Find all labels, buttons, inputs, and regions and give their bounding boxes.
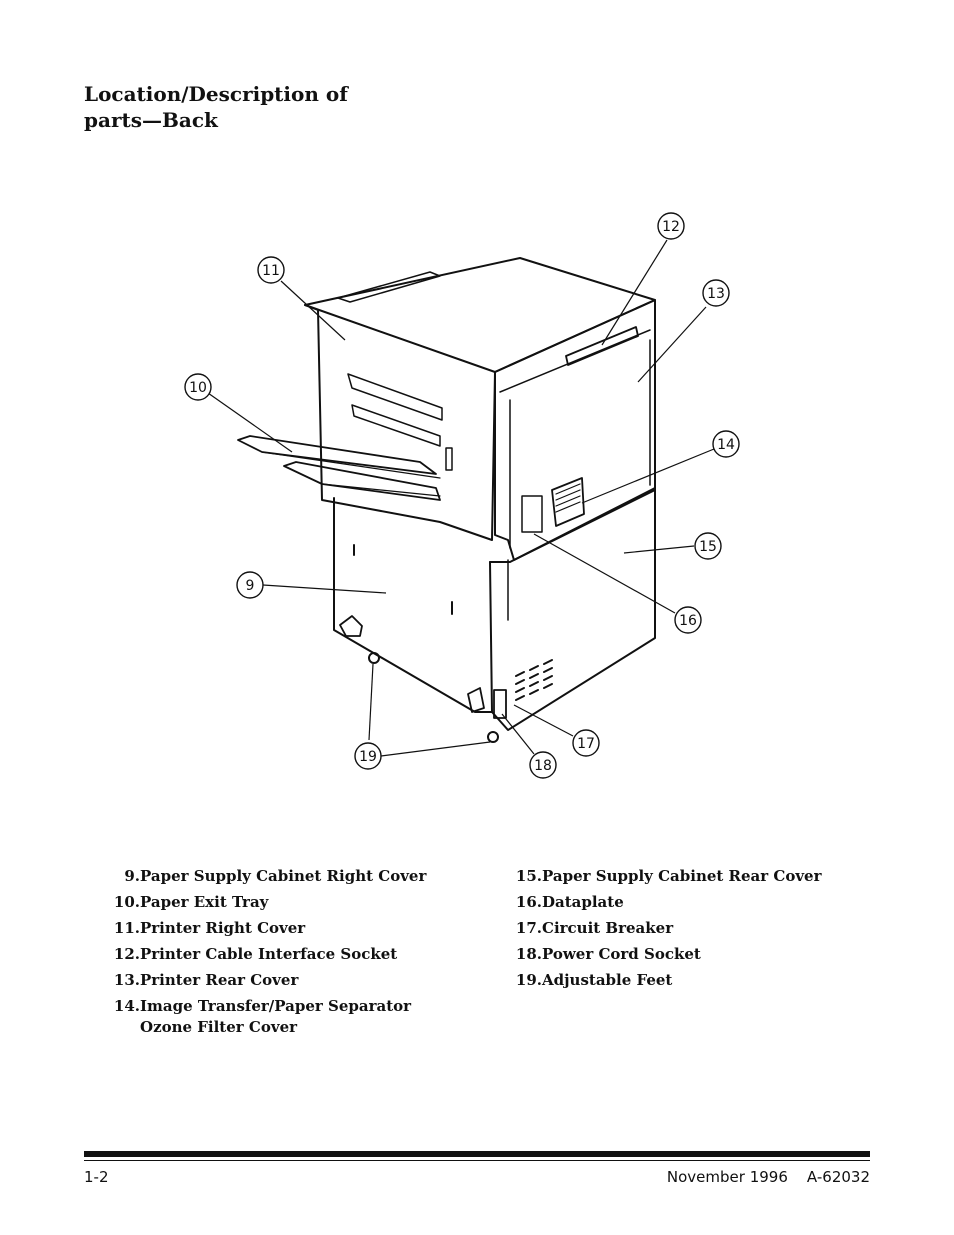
legend-item-text: Circuit Breaker [542,919,674,937]
legend-item-text: Paper Supply Cabinet Right Cover [140,867,427,885]
callout-circle-17 [572,729,600,757]
legend-item-number: 12. [113,945,140,963]
callout-label-14: 14 [717,437,735,453]
legend-item: 17. Circuit Breaker [510,918,870,939]
callout-circle-18 [529,751,557,779]
callout-circle-9 [236,571,264,599]
legend-item: 9. Paper Supply Cabinet Right Cover [104,866,464,887]
legend-item: 19. Adjustable Feet [510,970,870,991]
legend-item-number: 11. [113,919,140,937]
footer-rule-thin [84,1160,870,1161]
legend-item-number: 18. [515,945,542,963]
callout-circle-16 [674,606,702,634]
legend-item-number: 10. [113,893,140,911]
callout-label-19: 19 [359,749,377,765]
callout-circle-14 [712,430,740,458]
page-heading: Location/Description of parts—Back [84,81,404,133]
callout-label-17: 17 [577,736,595,752]
heading-line-1: Location/Description of [84,82,348,106]
legend-item-number: 9. [124,867,140,885]
callout-circle-11 [257,256,285,284]
legend-item: 14. Image Transfer/Paper Separator Ozone… [104,996,464,1038]
legend-item: 11. Printer Right Cover [104,918,464,939]
document-date-id: November 1996 A-62032 [666,1168,870,1186]
parts-legend-right: 15. Paper Supply Cabinet Rear Cover 16. … [510,866,870,996]
heading-line-2: parts—Back [84,108,218,132]
legend-item-text: Adjustable Feet [542,971,673,989]
legend-item-text: Dataplate [542,893,624,911]
callout-label-15: 15 [699,539,717,555]
legend-item-number: 16. [515,893,542,911]
legend-item: 15. Paper Supply Cabinet Rear Cover [510,866,870,887]
legend-item-number: 13. [113,971,140,989]
legend-item-number: 19. [515,971,542,989]
parts-legend-left: 9. Paper Supply Cabinet Right Cover 10. … [104,866,464,1043]
legend-item-text: Printer Right Cover [140,919,306,937]
legend-item-text: Image Transfer/Paper Separator Ozone Fil… [140,997,412,1036]
callout-circle-19 [354,742,382,770]
printer-back-illustration: 9 10 11 12 13 14 15 16 17 18 19 [184,212,740,779]
legend-item: 10. Paper Exit Tray [104,892,464,913]
legend-item-text: Paper Supply Cabinet Rear Cover [542,867,822,885]
legend-item-text: Printer Rear Cover [140,971,299,989]
page-number: 1-2 [84,1168,109,1186]
legend-item: 13. Printer Rear Cover [104,970,464,991]
legend-item-text: Paper Exit Tray [140,893,269,911]
legend-item-number: 17. [515,919,542,937]
callout-circle-10 [184,373,212,401]
callout-circle-15 [694,532,722,560]
legend-item: 18. Power Cord Socket [510,944,870,965]
callout-circle-13 [702,279,730,307]
callout-label-11: 11 [262,263,280,279]
callout-label-10: 10 [189,380,207,396]
legend-item-text: Printer Cable Interface Socket [140,945,398,963]
callout-label-18: 18 [534,758,552,774]
legend-item: 16. Dataplate [510,892,870,913]
legend-item: 12. Printer Cable Interface Socket [104,944,464,965]
legend-item-number: 15. [515,867,542,885]
callout-circle-12 [657,212,685,240]
legend-item-text: Power Cord Socket [542,945,701,963]
callout-label-13: 13 [707,286,725,302]
legend-item-number: 14. [113,997,140,1015]
callout-label-12: 12 [662,219,680,235]
footer-rule-thick [84,1151,870,1157]
callout-label-16: 16 [679,613,697,629]
callout-label-9: 9 [246,578,255,594]
